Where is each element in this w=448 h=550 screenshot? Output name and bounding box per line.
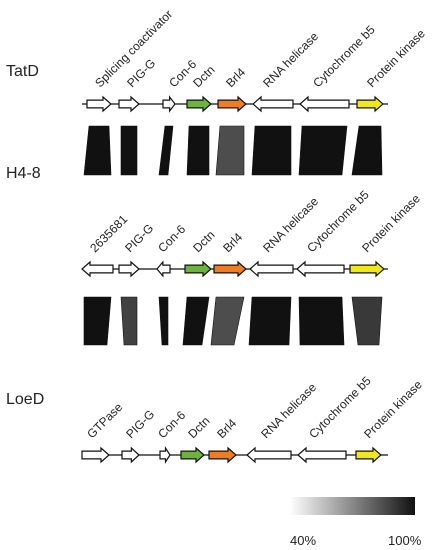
similarity-block-tatd-h4-8-0 (83, 125, 112, 176)
gene-label-tatd-brl4: Brl4 (223, 65, 248, 90)
track-name-tatd: TatD (6, 63, 39, 80)
gene-arrow-loed-brl4 (208, 446, 237, 464)
similarity-block-h4-8-loed-3 (182, 296, 210, 346)
gene-arrow-h4-8-con-6 (156, 260, 171, 278)
gene-arrow-h4-8-dctn (184, 260, 212, 278)
gene-label-h4-8-brl4: Brl4 (220, 230, 245, 255)
similarity-block-tatd-h4-8-2 (158, 125, 174, 176)
gene-label-h4-8-dctn: Dctn (190, 228, 217, 255)
similarity-block-tatd-h4-8-4 (215, 125, 245, 176)
gene-label-loed-protein-kinase: Protein kinase (361, 377, 425, 441)
gene-arrow-tatd-brl4 (217, 95, 247, 113)
track-name-h4-8: H4-8 (6, 165, 41, 182)
similarity-block-tatd-h4-8-1 (120, 125, 138, 176)
gene-arrow-h4-8-rna-helicase (249, 260, 294, 278)
gene-arrow-tatd-protein-kinase (356, 95, 384, 113)
similarity-block-tatd-h4-8-7 (351, 125, 383, 176)
scale-max-label: 100% (388, 533, 422, 548)
gene-arrow-tatd-cytochrome-b5 (299, 95, 350, 113)
similarity-block-h4-8-loed-0 (83, 296, 112, 346)
gene-arrow-tatd-con-6 (162, 95, 176, 113)
gene-label-loed-dctn: Dctn (185, 414, 212, 441)
gene-arrow-h4-8-cytochrome-b5 (296, 260, 345, 278)
gene-label-h4-8-pig-g: PIG-G (122, 221, 156, 255)
gene-arrow-loed-gtpase (81, 446, 110, 464)
gene-arrow-tatd-rna-helicase (252, 95, 294, 113)
gene-arrow-loed-pig-g (121, 446, 140, 464)
gene-arrow-h4-8-protein-kinase (349, 260, 385, 278)
gene-label-h4-8-protein-kinase: Protein kinase (359, 191, 423, 255)
similarity-block-h4-8-loed-2 (158, 296, 169, 346)
similarity-block-h4-8-loed-7 (351, 296, 383, 346)
gene-arrow-h4-8-2635681 (81, 260, 114, 278)
similarity-block-h4-8-loed-4 (210, 296, 245, 346)
track-name-loed: LoeD (6, 391, 44, 408)
gene-arrow-loed-protein-kinase (355, 446, 382, 464)
gene-arrow-loed-dctn (180, 446, 205, 464)
gene-arrow-loed-cytochrome-b5 (297, 446, 347, 464)
identity-scale-bar (290, 497, 415, 515)
similarity-block-h4-8-loed-1 (120, 296, 138, 346)
similarity-block-h4-8-loed-6 (298, 296, 345, 346)
similarity-block-tatd-h4-8-5 (251, 125, 292, 176)
similarity-block-tatd-h4-8-6 (298, 125, 348, 176)
gene-arrow-tatd-dctn (186, 95, 212, 113)
gene-label-h4-8-con-6: Con-6 (155, 222, 188, 255)
gene-label-loed-brl4: Brl4 (214, 416, 239, 441)
gene-arrow-tatd-splicing-coactivator (86, 95, 112, 113)
gene-label-h4-8-2635681: 2635681 (87, 212, 130, 255)
gene-arrow-h4-8-pig-g (118, 260, 140, 278)
gene-arrow-loed-rna-helicase (246, 446, 292, 464)
gene-label-loed-con-6: Con-6 (155, 408, 188, 441)
gene-arrow-tatd-pig-g (118, 95, 140, 113)
gene-arrow-h4-8-brl4 (213, 260, 247, 278)
similarity-block-tatd-h4-8-3 (186, 125, 210, 176)
gene-label-loed-pig-g: PIG-G (123, 407, 157, 441)
scale-min-label: 40% (290, 533, 316, 548)
similarity-block-h4-8-loed-5 (248, 296, 292, 346)
gene-label-loed-gtpase: GTPase (84, 400, 125, 441)
gene-arrow-loed-con-6 (159, 445, 171, 465)
